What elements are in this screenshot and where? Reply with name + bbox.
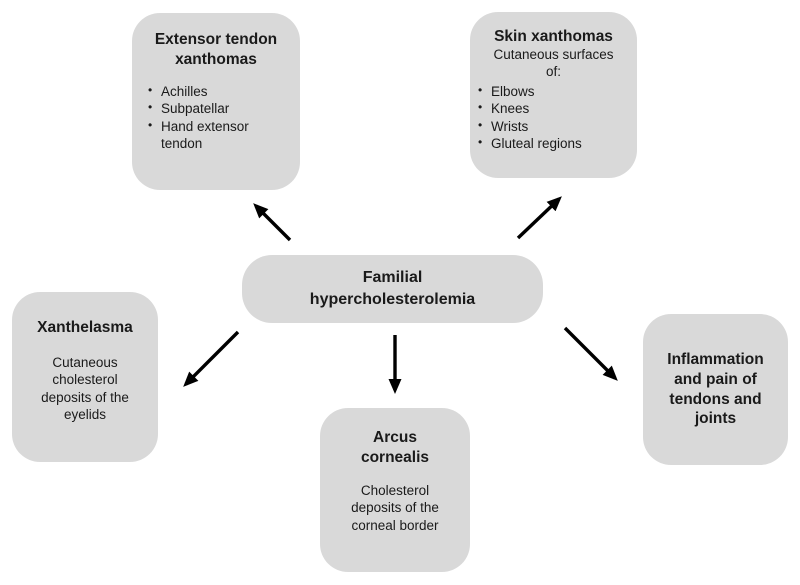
- bullet-list: Achilles Subpatellar Hand extensor tendo…: [148, 83, 282, 153]
- node-title: Inflammation and pain of tendons and joi…: [667, 350, 764, 428]
- bullet-item: Subpatellar: [148, 100, 282, 118]
- bullet-item: Gluteal regions: [478, 135, 618, 153]
- bullet-item: Achilles: [148, 83, 282, 101]
- bullet-item: Elbows: [478, 83, 618, 101]
- node-xanthelasma: Xanthelasma Cutaneous cholesterol deposi…: [12, 292, 158, 462]
- node-title: Arcus cornealis: [360, 429, 430, 466]
- node-subtitle: Cutaneous surfaces of:: [493, 46, 614, 79]
- node-title: Familial hypercholesterolemia: [309, 269, 476, 308]
- node-title: Extensor tendon xanthomas: [154, 31, 278, 68]
- arrow-to-inflammation: [563, 326, 618, 381]
- node-title: Xanthelasma: [37, 319, 133, 336]
- node-body: Cholesterol deposits of the corneal bord…: [351, 482, 439, 533]
- node-skin-xanthomas: Skin xanthomas Cutaneous surfaces of: El…: [470, 12, 637, 178]
- bullet-list: Elbows Knees Wrists Gluteal regions: [478, 83, 618, 153]
- node-extensor-tendon-xanthomas: Extensor tendon xanthomas Achilles Subpa…: [132, 13, 300, 190]
- node-title: Skin xanthomas: [494, 28, 613, 45]
- bullet-item: Wrists: [478, 118, 618, 136]
- arrow-to-extensor-tendon-xanthomas: [253, 203, 292, 242]
- arrow-to-skin-xanthomas: [516, 196, 562, 240]
- bullet-item: Knees: [478, 100, 618, 118]
- node-inflammation-and-pain: Inflammation and pain of tendons and joi…: [643, 314, 788, 465]
- node-body: Cutaneous cholesterol deposits of the ey…: [41, 354, 129, 423]
- node-familial-hypercholesterolemia: Familial hypercholesterolemia: [242, 255, 543, 323]
- arrow-to-xanthelasma: [183, 330, 240, 387]
- bullet-item: Hand extensor tendon: [148, 118, 282, 153]
- node-arcus-cornealis: Arcus cornealis Cholesterol deposits of …: [320, 408, 470, 572]
